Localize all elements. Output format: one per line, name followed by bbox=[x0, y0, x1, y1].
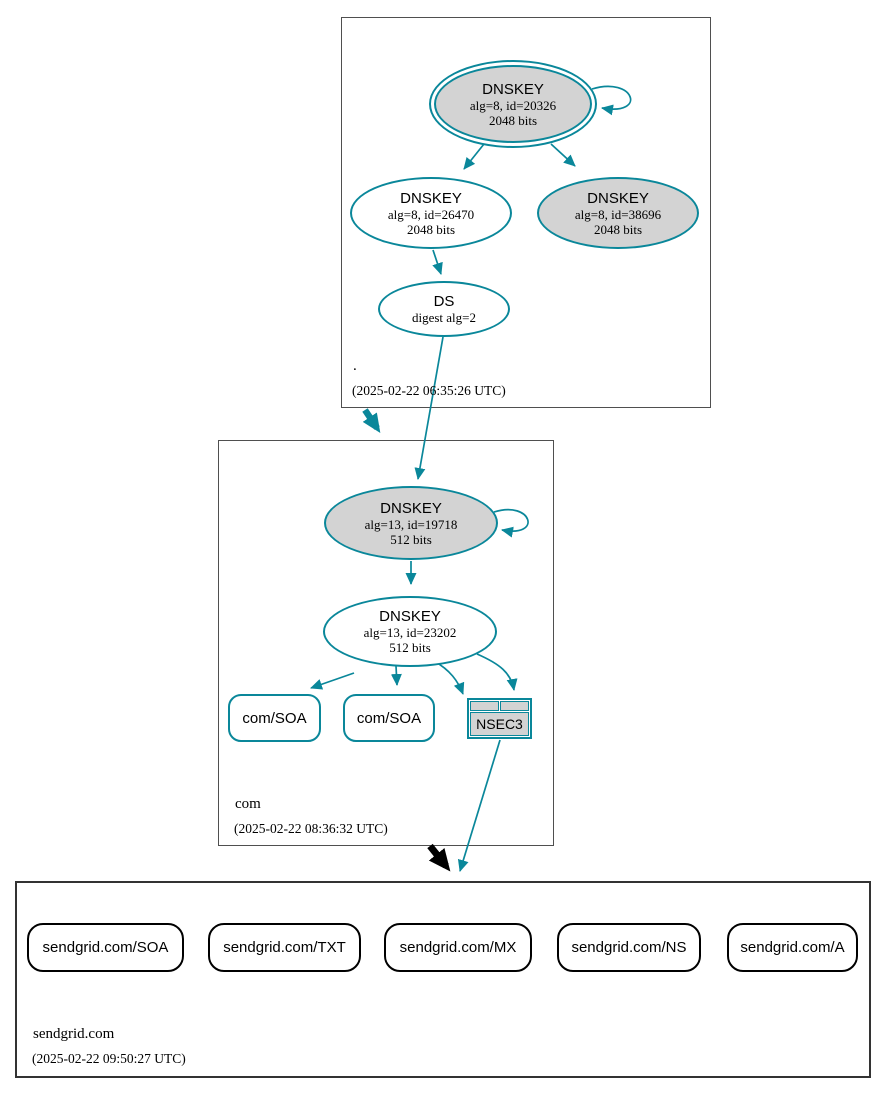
edge-delegation-com-to-sendgrid bbox=[427, 843, 451, 872]
rrset-com-soa-1: com/SOA bbox=[228, 694, 321, 742]
zone-label-sendgrid: sendgrid.com bbox=[33, 1026, 115, 1042]
dnskey-com-ksk-detail1: alg=13, id=19718 bbox=[364, 516, 458, 532]
dnskey-root-ksk-detail2: 2048 bits bbox=[488, 112, 538, 128]
dnskey-root-zsk-detail2: 2048 bits bbox=[406, 221, 456, 237]
zone-box-sendgrid bbox=[15, 881, 871, 1078]
dnskey-root-key2-title: DNSKEY bbox=[587, 189, 649, 207]
dnskey-root-ksk-detail1: alg=8, id=20326 bbox=[469, 97, 557, 113]
zone-label-com: com bbox=[235, 796, 261, 812]
rrset-sendgrid-mx: sendgrid.com/MX bbox=[384, 923, 532, 972]
rrset-sendgrid-soa: sendgrid.com/SOA bbox=[27, 923, 184, 972]
zone-timestamp-root: (2025-02-22 06:35:26 UTC) bbox=[352, 383, 506, 398]
dnskey-root-ksk-title: DNSKEY bbox=[482, 80, 544, 98]
nsec3-label: NSEC3 bbox=[470, 712, 529, 736]
edge-delegation-root-to-com bbox=[362, 408, 381, 433]
dnskey-com-ksk-title: DNSKEY bbox=[380, 499, 442, 517]
rrset-sendgrid-a: sendgrid.com/A bbox=[727, 923, 858, 972]
dnskey-root-zsk-detail1: alg=8, id=26470 bbox=[387, 206, 475, 222]
dnskey-com-ksk: DNSKEY alg=13, id=19718 512 bits bbox=[324, 486, 498, 560]
dnskey-com-zsk-detail2: 512 bits bbox=[389, 640, 431, 655]
dnskey-com-zsk-title: DNSKEY bbox=[379, 608, 441, 625]
dnskey-com-ksk-detail2: 512 bits bbox=[390, 531, 432, 547]
dnskey-root-ksk: DNSKEY alg=8, id=20326 2048 bits bbox=[429, 60, 597, 148]
nsec3-cell-right bbox=[500, 701, 529, 711]
rrset-com-soa-2: com/SOA bbox=[343, 694, 435, 742]
dnskey-root-key2: DNSKEY alg=8, id=38696 2048 bits bbox=[537, 177, 699, 249]
nsec3-node: NSEC3 bbox=[467, 698, 532, 739]
ds-root-title: DS bbox=[433, 293, 455, 310]
zone-label-root: . bbox=[353, 358, 357, 374]
dnskey-root-zsk-title: DNSKEY bbox=[400, 189, 462, 207]
nsec3-cell-left bbox=[470, 701, 499, 711]
zone-timestamp-com: (2025-02-22 08:36:32 UTC) bbox=[234, 821, 388, 836]
ds-root: DS digest alg=2 bbox=[378, 281, 510, 337]
ds-root-detail1: digest alg=2 bbox=[411, 310, 477, 325]
dnskey-root-key2-detail2: 2048 bits bbox=[593, 221, 643, 237]
dnskey-com-zsk-detail1: alg=13, id=23202 bbox=[363, 625, 457, 640]
rrset-sendgrid-ns: sendgrid.com/NS bbox=[557, 923, 701, 972]
dnskey-root-zsk: DNSKEY alg=8, id=26470 2048 bits bbox=[350, 177, 512, 249]
dnskey-com-zsk: DNSKEY alg=13, id=23202 512 bits bbox=[323, 596, 497, 667]
rrset-sendgrid-txt: sendgrid.com/TXT bbox=[208, 923, 361, 972]
dnskey-root-key2-detail1: alg=8, id=38696 bbox=[574, 206, 662, 222]
zone-timestamp-sendgrid: (2025-02-22 09:50:27 UTC) bbox=[32, 1051, 186, 1066]
